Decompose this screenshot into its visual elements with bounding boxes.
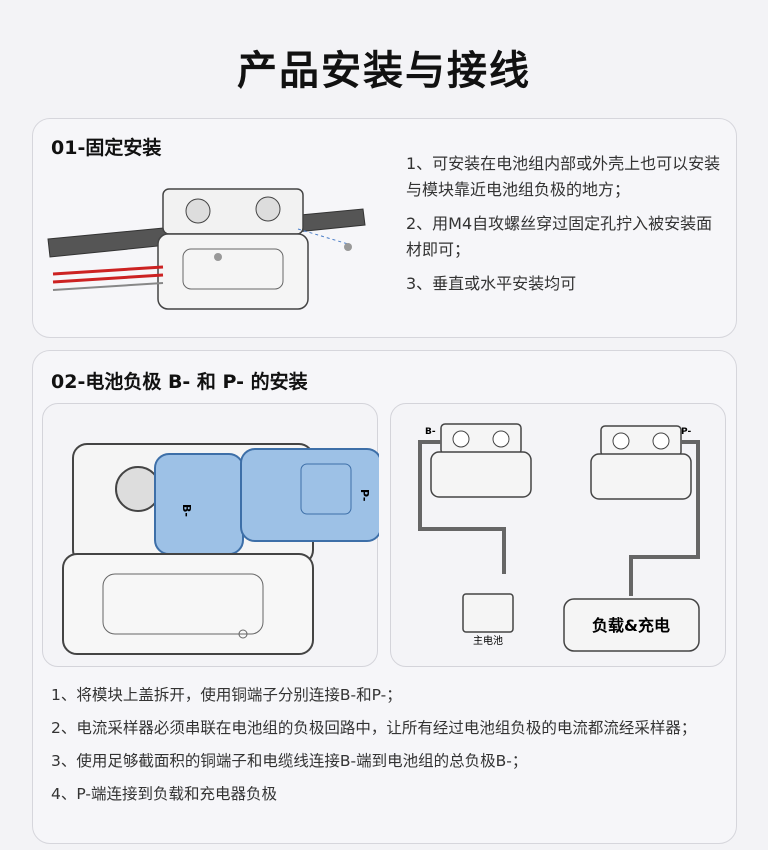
section-heading: 01-固定安装 xyxy=(51,137,162,159)
open-cover-illustration: B- P- xyxy=(42,403,382,667)
section-heading: 02-电池负极 B- 和 P- 的安装 xyxy=(51,371,308,393)
b-minus-label: B- xyxy=(425,427,436,437)
wiring-diagram: B- P- 主电池 负载&充电 xyxy=(390,403,726,667)
note-item: 2、用M4自攻螺丝穿过固定孔拧入被安装面材即可； xyxy=(406,214,713,259)
p-terminal-label: P- xyxy=(358,489,371,501)
wiring-diagram-image: B- P- 主电池 负载&充电 xyxy=(418,423,700,652)
note-item: 1、将模块上盖拆开，使用铜端子分别连接B-和P-； xyxy=(51,686,402,704)
page-title: 产品安装与接线 xyxy=(237,48,531,94)
wiring-notes: 1、将模块上盖拆开，使用铜端子分别连接B-和P-； 2、电流采样器必须串联在电池… xyxy=(51,683,731,815)
note-item: 3、垂直或水平安装均可 xyxy=(406,274,577,293)
section-fixed-installation: 01-固定安装 1、可安装在电池组内部或外壳上也可以安装与模块靠近电池组负极的地… xyxy=(32,118,737,338)
main-battery-label: 主电池 xyxy=(473,634,503,647)
module-mounting-illustration xyxy=(47,188,366,310)
section-negative-installation: 02-电池负极 B- 和 P- 的安装 B- P- xyxy=(32,350,737,844)
b-terminal-label: B- xyxy=(180,504,193,517)
note-item: 1、可安装在电池组内部或外壳上也可以安装与模块靠近电池组负极的地方； xyxy=(406,154,721,199)
note-item: 4、P-端连接到负载和充电器负极 xyxy=(51,785,277,803)
module-open-cover-image: B- P- xyxy=(62,443,382,655)
p-minus-label: P- xyxy=(681,427,691,437)
note-item: 3、使用足够截面积的铜端子和电缆线连接B-端到电池组的总负极B-； xyxy=(51,752,528,770)
load-charge-label: 负载&充电 xyxy=(592,616,670,635)
installation-notes: 1、可安装在电池组内部或外壳上也可以安装与模块靠近电池组负极的地方； 2、用M4… xyxy=(406,151,726,305)
note-item: 2、电流采样器必须串联在电池组的负极回路中，让所有经过电池组负极的电流都流经采样… xyxy=(51,719,697,737)
